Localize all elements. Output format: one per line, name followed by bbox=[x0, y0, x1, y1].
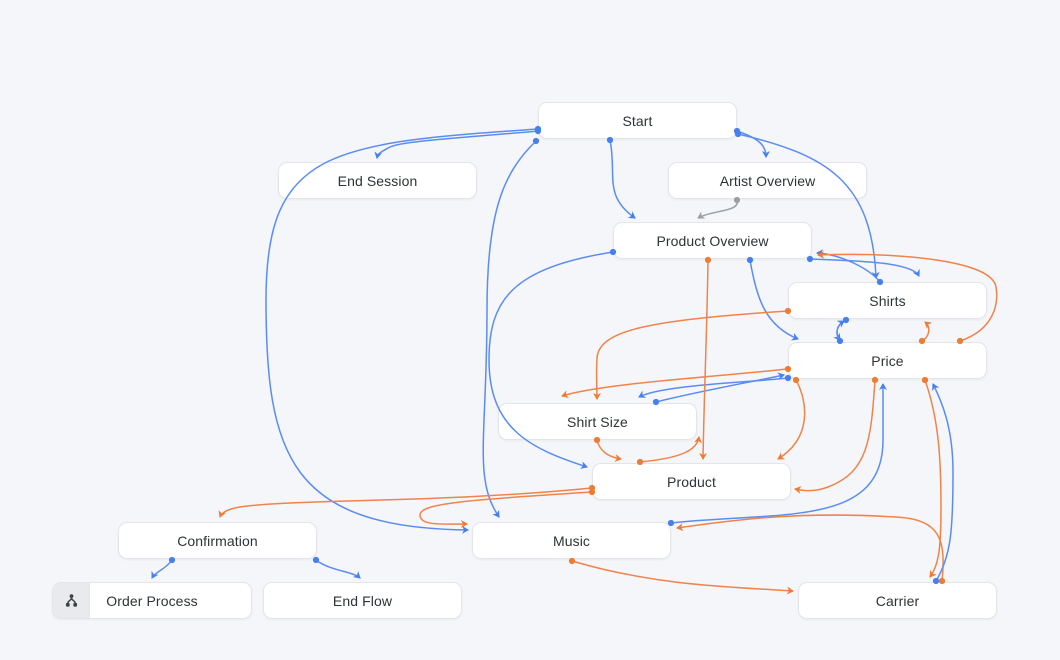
node-label: Price bbox=[871, 352, 904, 369]
node-music[interactable]: Music bbox=[472, 522, 671, 559]
node-label: Shirts bbox=[869, 292, 906, 309]
edge-start-to-music[interactable] bbox=[482, 137, 540, 518]
node-label: Shirt Size bbox=[567, 413, 628, 430]
edge-confirmation-to-order_process[interactable] bbox=[151, 556, 176, 579]
edge-price-to-carrier[interactable] bbox=[921, 376, 942, 578]
node-end-session[interactable]: End Session bbox=[278, 162, 477, 199]
node-label: Start bbox=[622, 112, 653, 129]
edge-start-to-product_overview[interactable] bbox=[606, 136, 636, 219]
edge-product-to-music[interactable] bbox=[419, 488, 596, 529]
subflow-icon bbox=[53, 583, 90, 618]
node-label: Music bbox=[552, 532, 591, 549]
edge-price-to-shirts[interactable] bbox=[836, 320, 845, 345]
node-label: Confirmation bbox=[177, 532, 258, 549]
node-start[interactable]: Start bbox=[538, 102, 737, 139]
node-artist-overview[interactable]: Artist Overview bbox=[668, 162, 867, 199]
edge-music-to-price[interactable] bbox=[667, 383, 887, 527]
node-confirmation[interactable]: Confirmation bbox=[118, 522, 317, 559]
edge-product-to-shirt_size[interactable] bbox=[636, 436, 703, 466]
node-label: Carrier bbox=[875, 592, 920, 609]
node-order-process[interactable]: Order Process bbox=[52, 582, 252, 619]
edge-shirt_size-to-product[interactable] bbox=[593, 436, 622, 462]
node-product[interactable]: Product bbox=[592, 463, 791, 500]
node-label: Artist Overview bbox=[719, 172, 816, 189]
edge-artist_overview-to-product_overview[interactable] bbox=[697, 196, 741, 219]
node-label: Order Process bbox=[106, 592, 198, 609]
node-shirts[interactable]: Shirts bbox=[788, 282, 987, 319]
edge-product_overview-to-shirts[interactable] bbox=[806, 255, 920, 277]
node-label: Product bbox=[667, 473, 716, 490]
node-end-flow[interactable]: End Flow bbox=[263, 582, 462, 619]
edge-music-to-carrier[interactable] bbox=[568, 557, 794, 595]
edge-carrier-to-music[interactable] bbox=[676, 514, 946, 585]
edge-price-to-shirts[interactable] bbox=[918, 321, 933, 345]
node-label: Product Overview bbox=[656, 232, 769, 249]
node-label: End Session bbox=[337, 172, 418, 189]
edge-product_overview-to-product[interactable] bbox=[699, 256, 712, 460]
edge-start-to-shirts[interactable] bbox=[734, 130, 880, 279]
edge-product-to-confirmation[interactable] bbox=[218, 484, 596, 518]
edge-price-to-product[interactable] bbox=[777, 376, 806, 460]
edge-price-to-product_overview[interactable] bbox=[817, 250, 998, 345]
node-shirt-size[interactable]: Shirt Size bbox=[498, 403, 697, 440]
edge-shirts-to-product_overview[interactable] bbox=[816, 249, 884, 286]
node-carrier[interactable]: Carrier bbox=[798, 582, 997, 619]
node-label: End Flow bbox=[332, 592, 393, 609]
node-price[interactable]: Price bbox=[788, 342, 987, 379]
edge-carrier-to-price[interactable] bbox=[932, 383, 954, 585]
edge-price-to-product[interactable] bbox=[794, 376, 879, 494]
edge-confirmation-to-end_flow[interactable] bbox=[312, 556, 361, 579]
node-product-overview[interactable]: Product Overview bbox=[613, 222, 812, 259]
edge-product_overview-to-product[interactable] bbox=[488, 248, 617, 469]
